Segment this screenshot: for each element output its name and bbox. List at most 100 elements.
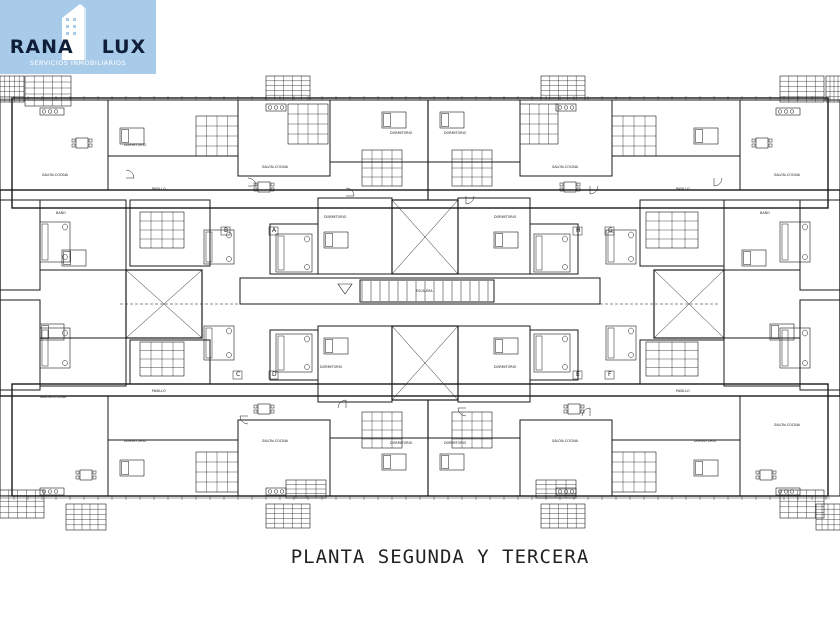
bed-icon bbox=[439, 453, 465, 471]
bathtub-icon bbox=[535, 235, 543, 271]
pillow-icon bbox=[325, 339, 333, 353]
toilet-icon bbox=[628, 327, 634, 335]
room bbox=[39, 337, 127, 387]
toilet-icon bbox=[62, 223, 68, 231]
chair-icon bbox=[92, 475, 97, 480]
burner-icon bbox=[53, 489, 59, 494]
bed-icon bbox=[381, 453, 407, 471]
burner-icon bbox=[53, 109, 59, 114]
sink-icon bbox=[802, 360, 808, 366]
room bbox=[723, 337, 801, 387]
burner-icon bbox=[273, 105, 279, 110]
toilet-icon bbox=[304, 235, 310, 243]
sink-icon bbox=[628, 256, 634, 262]
unit-letter-box bbox=[220, 226, 231, 236]
chair-icon bbox=[270, 404, 275, 409]
toilet-icon bbox=[304, 335, 310, 343]
burner-icon bbox=[789, 489, 795, 494]
bathroom bbox=[533, 233, 571, 273]
toilet-icon bbox=[802, 223, 808, 231]
bed-icon bbox=[323, 337, 349, 355]
terrace-grid bbox=[825, 75, 840, 103]
bathroom bbox=[605, 229, 637, 265]
light-well-diagonal bbox=[391, 325, 459, 401]
unit-letter: F bbox=[608, 371, 612, 378]
table-icon bbox=[567, 403, 581, 415]
kitchen-counter bbox=[775, 487, 801, 496]
kitchen-counter bbox=[39, 487, 65, 496]
bathroom bbox=[779, 327, 811, 369]
table-icon bbox=[257, 181, 271, 193]
door-swing bbox=[457, 407, 467, 417]
door-swing bbox=[337, 399, 347, 409]
room bbox=[739, 99, 840, 191]
room-label: DORMITORIO bbox=[444, 131, 467, 135]
burner-icon bbox=[279, 105, 285, 110]
burner-icon bbox=[783, 489, 789, 494]
sink-icon bbox=[304, 264, 310, 270]
burner-icon bbox=[563, 489, 569, 494]
pillow-icon bbox=[441, 455, 449, 469]
bathroom bbox=[275, 233, 313, 273]
burner-icon bbox=[783, 109, 789, 114]
bathtub-icon bbox=[781, 329, 789, 367]
pillow-icon bbox=[771, 325, 779, 339]
bathtub-icon bbox=[277, 335, 285, 371]
room-label: BAÑO bbox=[760, 210, 770, 215]
room bbox=[529, 329, 579, 381]
door-swing bbox=[345, 187, 355, 197]
room bbox=[611, 99, 741, 157]
chair-icon bbox=[253, 409, 258, 414]
unit-letter-box bbox=[572, 226, 583, 236]
pillow-icon bbox=[441, 113, 449, 127]
bathtub-icon bbox=[205, 231, 213, 263]
burner-icon bbox=[563, 105, 569, 110]
chair-icon bbox=[768, 138, 773, 143]
room-label: DORMITORIO bbox=[124, 439, 147, 443]
terrace-grid bbox=[540, 75, 586, 101]
chair-icon bbox=[768, 143, 773, 148]
room bbox=[329, 99, 429, 163]
bathroom bbox=[779, 221, 811, 263]
pillow-icon bbox=[383, 455, 391, 469]
chair-icon bbox=[751, 143, 756, 148]
fixtures bbox=[0, 75, 840, 531]
kitchen-counter bbox=[39, 107, 65, 116]
door-swing bbox=[581, 407, 591, 417]
room-label: SALON-COCINA bbox=[552, 165, 579, 169]
room bbox=[529, 223, 579, 275]
burner-icon bbox=[47, 109, 53, 114]
sink-icon bbox=[802, 254, 808, 260]
terrace-grid bbox=[265, 503, 311, 529]
sink-icon bbox=[562, 364, 568, 370]
bed-icon bbox=[439, 111, 465, 129]
north-arrow-icon bbox=[337, 283, 353, 295]
bathroom bbox=[605, 325, 637, 361]
bathtub-icon bbox=[205, 327, 213, 359]
light-well-diagonal bbox=[125, 269, 203, 339]
chair-icon bbox=[580, 404, 585, 409]
room bbox=[129, 199, 211, 267]
unit-letter: G bbox=[608, 227, 613, 234]
bathroom bbox=[39, 221, 71, 263]
chair-icon bbox=[563, 409, 568, 414]
light-well-left bbox=[125, 269, 203, 339]
kitchen-counter bbox=[555, 487, 577, 496]
table-icon bbox=[755, 137, 769, 149]
pillow-icon bbox=[695, 461, 703, 475]
pillow-icon bbox=[63, 251, 71, 265]
unit-letter: B bbox=[224, 227, 228, 234]
room-label: BAÑO bbox=[56, 210, 66, 215]
room bbox=[317, 325, 393, 403]
unit-letter-box bbox=[268, 226, 279, 236]
table-icon bbox=[79, 469, 93, 481]
burner-icon bbox=[569, 489, 575, 494]
sink-icon bbox=[62, 254, 68, 260]
unit-letter-box bbox=[604, 226, 615, 236]
kitchen-counter bbox=[555, 103, 577, 112]
chair-icon bbox=[576, 182, 581, 187]
bathtub-icon bbox=[781, 223, 789, 261]
room bbox=[611, 439, 741, 497]
